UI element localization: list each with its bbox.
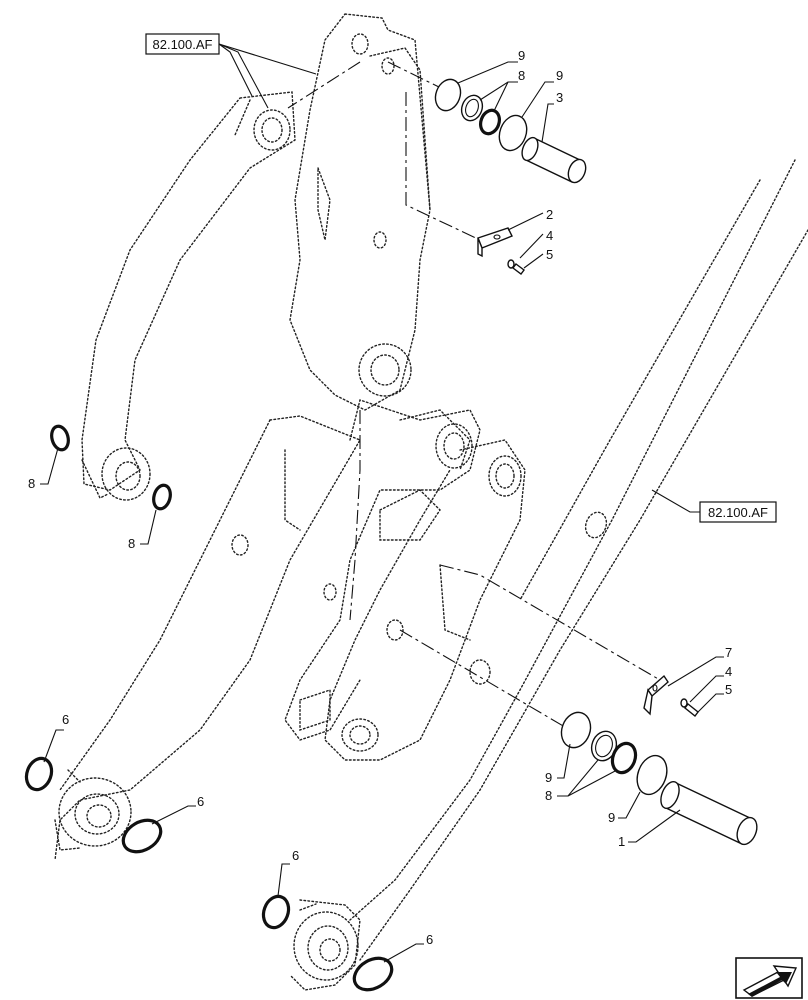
part-8-ring-left-b xyxy=(152,483,172,511)
callout-6: 6 xyxy=(292,848,299,863)
ref-box-right[interactable]: 82.100.AF xyxy=(699,501,777,523)
part-9-washer-top-a xyxy=(434,78,462,112)
part-6-ring-d xyxy=(352,956,394,992)
part-8-bushing-lower-a xyxy=(590,730,618,762)
callout-5: 5 xyxy=(546,247,553,262)
part-5-bolt-b xyxy=(684,703,699,717)
part-9-washer-lower-b xyxy=(636,754,668,796)
callout-9: 9 xyxy=(608,810,615,825)
leader-lines xyxy=(40,43,724,963)
ref-box-top-left[interactable]: 82.100.AF xyxy=(145,33,220,55)
callout-3: 3 xyxy=(556,90,563,105)
lower-left-arm-end xyxy=(54,769,132,851)
callout-9: 9 xyxy=(518,48,525,63)
callout-1: 1 xyxy=(618,834,625,849)
callout-8: 8 xyxy=(28,476,35,491)
callout-5: 5 xyxy=(725,682,732,697)
ref-label-top-left: 82.100.AF xyxy=(153,37,213,52)
part-5-bolt-a xyxy=(512,263,525,275)
part-8-bushing-top-a xyxy=(460,94,484,122)
part-9-washer-lower-a xyxy=(560,711,592,749)
part-3-pin xyxy=(521,136,587,184)
callout-7: 7 xyxy=(725,645,732,660)
callout-6: 6 xyxy=(426,932,433,947)
boom-arm-right xyxy=(349,159,808,961)
part-6-ring-a xyxy=(24,756,54,792)
callout-2: 2 xyxy=(546,207,553,222)
callout-9: 9 xyxy=(556,68,563,83)
callout-8: 8 xyxy=(518,68,525,83)
link-arm xyxy=(81,91,296,501)
part-8-seal-lower-b xyxy=(610,741,638,775)
part-1-pin xyxy=(660,780,758,846)
callout-8: 8 xyxy=(128,536,135,551)
part-4-washer-b xyxy=(680,698,688,708)
bellcrank xyxy=(289,13,431,411)
next-page-arrow-icon[interactable] xyxy=(735,957,803,999)
part-6-ring-b xyxy=(121,818,163,854)
callout-9: 9 xyxy=(545,770,552,785)
callout-4: 4 xyxy=(546,228,553,243)
part-9-washer-top-b xyxy=(498,114,528,152)
part-7-retainer-plate xyxy=(643,674,669,716)
part-8-ring-left-a xyxy=(50,424,70,452)
callout-4: 4 xyxy=(725,664,732,679)
callout-8: 8 xyxy=(545,788,552,803)
lower-frame xyxy=(54,399,526,861)
part-6-ring-c xyxy=(261,894,291,930)
part-4-washer-a xyxy=(507,259,515,269)
callout-6: 6 xyxy=(197,794,204,809)
assembly-lines xyxy=(287,61,661,731)
part-2-retainer-plate xyxy=(477,227,513,258)
lower-right-arm-end xyxy=(289,899,361,991)
callout-labels: 9 8 9 3 2 4 5 8 8 7 4 5 9 8 9 1 6 6 6 6 xyxy=(28,48,732,947)
callout-6: 6 xyxy=(62,712,69,727)
ref-label-right: 82.100.AF xyxy=(708,505,768,520)
